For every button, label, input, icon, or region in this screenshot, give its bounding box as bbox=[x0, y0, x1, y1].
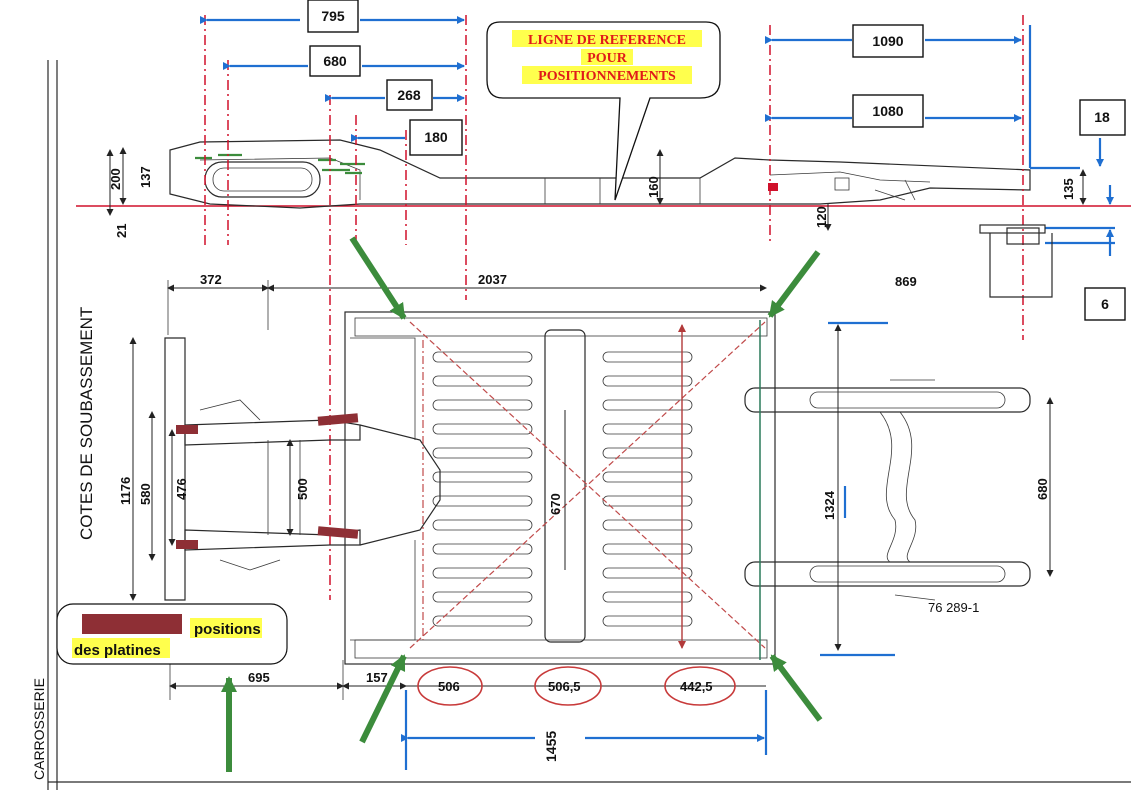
green-arrows bbox=[221, 236, 823, 772]
dim-137: 137 bbox=[138, 166, 153, 188]
floor-rib bbox=[602, 351, 693, 363]
floor-rib bbox=[602, 423, 693, 435]
floor-rib bbox=[432, 447, 533, 459]
floor-rib bbox=[602, 543, 693, 555]
dim-500: 500 bbox=[295, 478, 310, 500]
dim-695: 695 bbox=[248, 670, 270, 685]
dim-6: 6 bbox=[1101, 296, 1109, 312]
reference-number: 76 289-1 bbox=[928, 600, 979, 615]
margin-lines bbox=[47, 60, 1131, 790]
dim-1080: 1080 bbox=[872, 103, 903, 119]
legend: positions des platines bbox=[56, 603, 288, 665]
floor-rib bbox=[602, 471, 693, 483]
dim-135: 135 bbox=[1061, 178, 1076, 200]
dim-506-5: 506,5 bbox=[548, 679, 581, 694]
floor-rib bbox=[432, 351, 533, 363]
dim-200: 200 bbox=[108, 168, 123, 190]
dim-160: 160 bbox=[646, 176, 661, 198]
floor-rib bbox=[602, 447, 693, 459]
dim-442-5: 442,5 bbox=[680, 679, 713, 694]
floor-rib bbox=[602, 375, 693, 387]
floor-rib bbox=[602, 615, 693, 627]
callout-line1: LIGNE DE REFERENCE bbox=[528, 33, 686, 48]
cotes-label: COTES DE SOUBASSEMENT bbox=[77, 307, 96, 540]
dim-476: 476 bbox=[174, 478, 189, 500]
plate-positions bbox=[176, 413, 359, 549]
callout-line2: POUR bbox=[587, 51, 628, 66]
dim-157: 157 bbox=[366, 670, 388, 685]
floor-rib bbox=[602, 399, 693, 411]
dim-670: 670 bbox=[548, 493, 563, 515]
dim-1324: 1324 bbox=[822, 490, 837, 520]
dim-580: 580 bbox=[138, 483, 153, 505]
floor-rib bbox=[432, 423, 533, 435]
side-view-dimensions: 200 137 21 160 120 135 bbox=[106, 147, 1087, 238]
dim-268: 268 bbox=[397, 87, 421, 103]
floor-rib bbox=[432, 495, 533, 507]
block-detail bbox=[979, 224, 1053, 298]
dim-21: 21 bbox=[114, 224, 129, 238]
dim-1176: 1176 bbox=[118, 477, 133, 505]
dim-506: 506 bbox=[438, 679, 460, 694]
carrosserie-label: CARROSSERIE bbox=[31, 678, 47, 780]
dim-1455: 1455 bbox=[543, 731, 559, 762]
floor-rib bbox=[432, 399, 533, 411]
dim-18: 18 bbox=[1094, 109, 1110, 125]
dim-869: 869 bbox=[895, 274, 917, 289]
dim-2037: 2037 bbox=[478, 272, 507, 287]
floor-rib bbox=[432, 591, 533, 603]
floor-rib bbox=[432, 615, 533, 627]
callout-line3: POSITIONNEMENTS bbox=[538, 69, 676, 84]
reference-vertical-lines bbox=[204, 15, 1024, 600]
dim-680-right: 680 bbox=[1035, 478, 1050, 500]
dim-180: 180 bbox=[424, 129, 448, 145]
plan-view-dimensions bbox=[129, 280, 1054, 770]
reference-callout: LIGNE DE REFERENCE POUR POSITIONNEMENTS bbox=[486, 21, 721, 201]
floor-rib bbox=[432, 471, 533, 483]
floor-rib bbox=[602, 567, 693, 579]
dimension-boxes: 795 680 268 180 1090 1080 18 6 bbox=[307, 0, 1126, 321]
dim-795: 795 bbox=[321, 8, 345, 24]
side-view-chassis bbox=[76, 139, 1131, 209]
dim-372: 372 bbox=[200, 272, 222, 287]
floor-rib bbox=[432, 375, 533, 387]
floor-rib bbox=[432, 543, 533, 555]
legend-line1: positions bbox=[194, 621, 261, 638]
dim-680-top: 680 bbox=[323, 53, 347, 69]
floor-rib bbox=[602, 495, 693, 507]
floor-rib bbox=[432, 567, 533, 579]
plan-view-chassis bbox=[164, 311, 1031, 665]
dim-1090: 1090 bbox=[872, 33, 903, 49]
floor-rib bbox=[602, 591, 693, 603]
highlight-ellipses bbox=[417, 666, 736, 706]
plan-dimension-texts: 372 2037 869 1176 580 476 500 670 1324 6… bbox=[118, 272, 1050, 762]
legend-line2: des platines bbox=[74, 642, 161, 659]
floor-rib bbox=[602, 519, 693, 531]
floor-rib bbox=[432, 519, 533, 531]
top-dimension-arrows bbox=[200, 16, 1115, 256]
diagonal-check-lines bbox=[409, 320, 766, 660]
legend-plate-swatch bbox=[82, 614, 182, 634]
dim-120: 120 bbox=[814, 206, 829, 228]
